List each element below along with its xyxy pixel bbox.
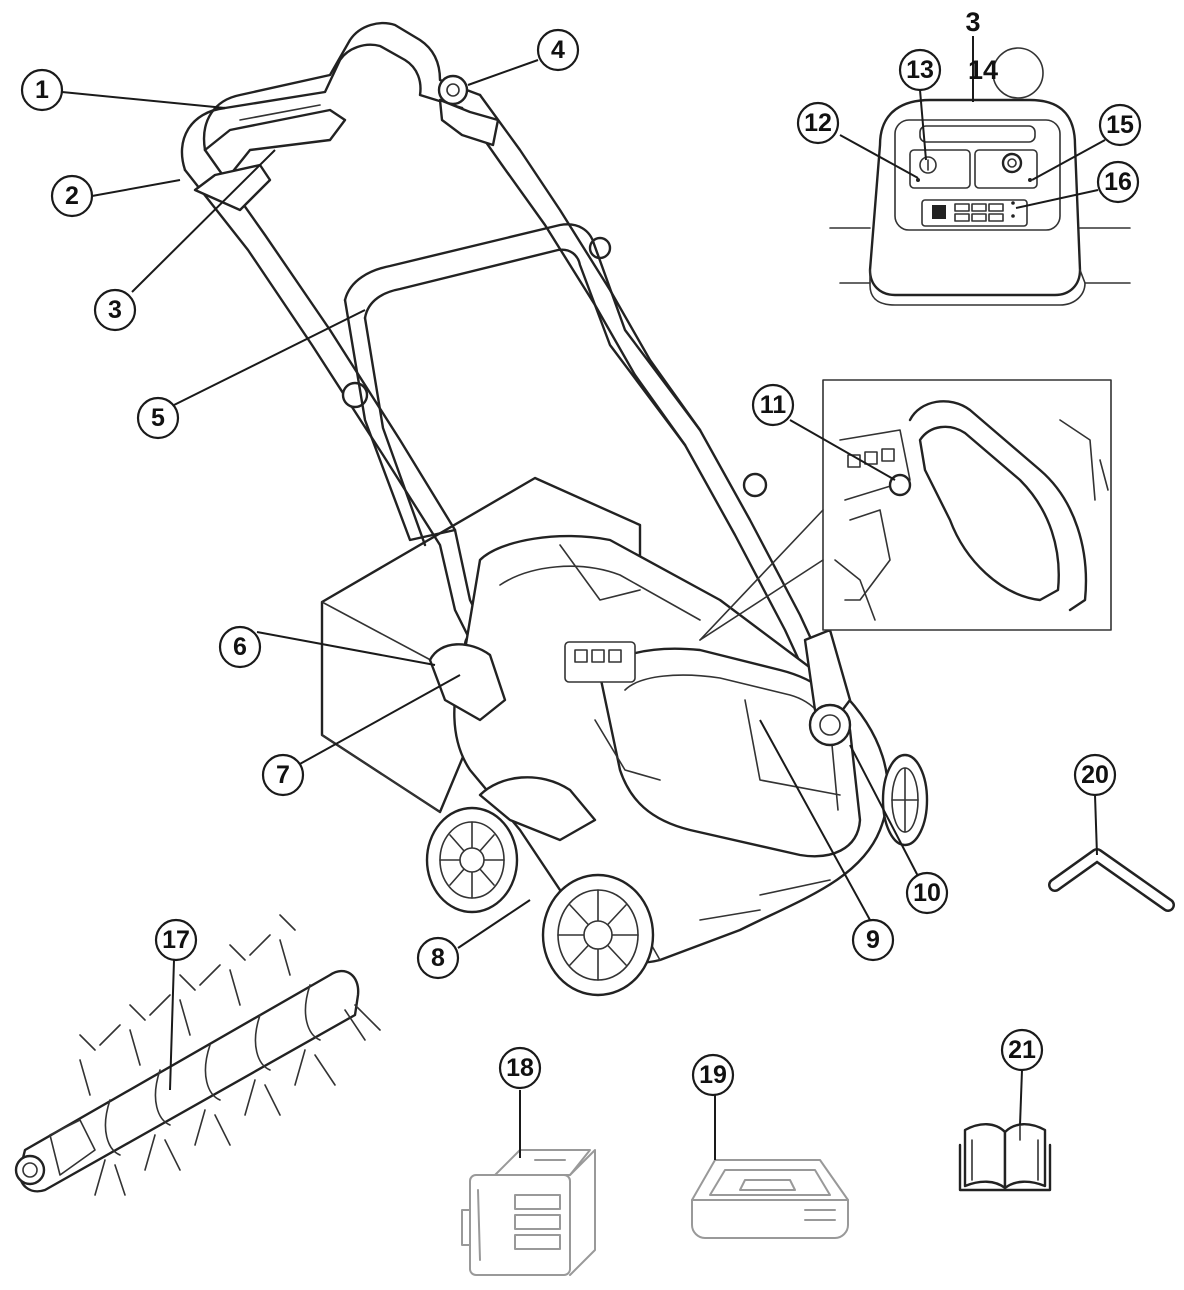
svg-text:7: 7 [276,761,290,789]
svg-text:3: 3 [108,296,122,324]
svg-text:6: 6 [233,633,247,661]
hex-key-icon [1048,848,1175,912]
callout-4: 4 [536,28,580,72]
svg-text:9: 9 [866,926,880,954]
aerator-roller-icon [14,914,381,1196]
charger-icon [691,1159,849,1239]
wheel-right [881,753,929,847]
svg-text:19: 19 [699,1061,727,1089]
svg-text:20: 20 [1081,761,1109,789]
callout-6: 6 [218,625,262,669]
callout-11: 11 [751,383,795,427]
callout-8: 8 [416,936,460,980]
svg-text:11: 11 [760,391,787,419]
svg-text:12: 12 [804,109,832,137]
callout-15: 15 [1098,103,1142,147]
callout-2: 2 [50,174,94,218]
svg-text:13: 13 [906,56,934,84]
callout-9: 9 [851,918,895,962]
callout-19: 19 [691,1053,735,1097]
callout-21: 21 [1000,1028,1044,1072]
wheel-front-left [541,873,655,997]
lawn-scarifier-icon [180,21,929,997]
callout-20: 20 [1073,753,1117,797]
svg-text:17: 17 [162,926,190,954]
control-panel-icon [829,47,1131,306]
callout-12: 12 [796,101,840,145]
callout-14: 14 [968,55,998,85]
callout-3: 3 [93,288,137,332]
callout-7: 7 [261,753,305,797]
svg-text:8: 8 [431,944,445,972]
svg-text:4: 4 [551,36,565,64]
callout-16: 16 [1096,160,1140,204]
manual-book-icon [958,1123,1052,1192]
callout-5: 5 [136,396,180,440]
svg-text:2: 2 [65,182,79,210]
handle-knob [437,74,500,147]
callout-17: 17 [154,918,198,962]
callout-18: 18 [498,1046,542,1090]
leader-lines [61,59,1106,1160]
callout-1: 1 [20,68,64,112]
svg-text:5: 5 [151,404,165,432]
switch-detail-icon [699,379,1112,641]
motor-housing [453,534,889,964]
svg-text:1: 1 [35,76,49,104]
callout-10: 10 [905,871,949,915]
svg-text:10: 10 [913,879,941,907]
wheel-rear-left [425,806,519,914]
battery-pack-icon [461,1149,596,1276]
svg-text:16: 16 [1104,168,1132,196]
svg-text:21: 21 [1008,1036,1036,1064]
callout-3-top: 3 [965,7,980,37]
callout-13: 13 [898,48,942,92]
svg-text:15: 15 [1106,111,1134,139]
svg-text:18: 18 [506,1054,534,1082]
